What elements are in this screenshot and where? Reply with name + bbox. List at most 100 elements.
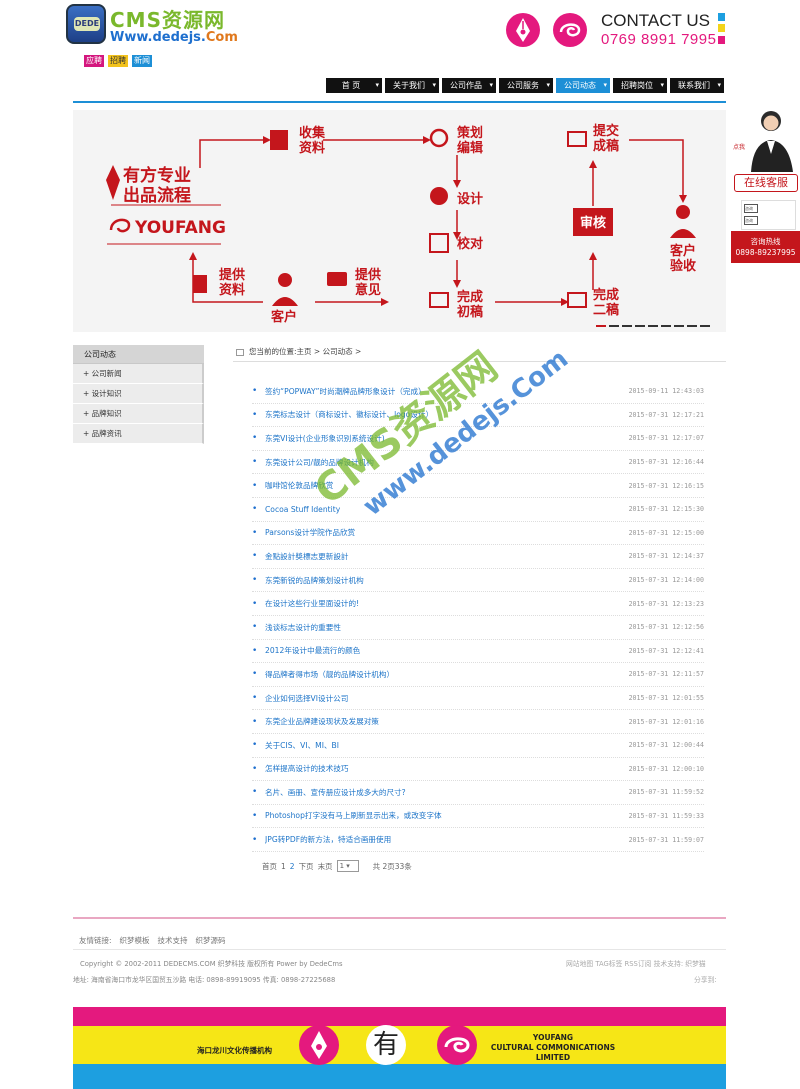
main-nav: 首 页▾ 关于我们▾ 公司作品▾ 公司服务▾ 公司动态▾ 招聘岗位▾ 联系我们▾ bbox=[326, 78, 724, 93]
breadcrumb-text[interactable]: 您当前的位置:主页 > 公司动态 > bbox=[249, 347, 362, 356]
article-title[interactable]: 企业如何选择VI设计公司 bbox=[265, 693, 349, 703]
logo-url-tail: Com bbox=[205, 30, 238, 45]
list-item[interactable]: •签约“POPWAY”时尚潮牌品牌形象设计（完成）2015-09-11 12:4… bbox=[252, 380, 704, 404]
nav-item-home[interactable]: 首 页▾ bbox=[326, 78, 382, 93]
qq-icon[interactable]: 咨询 bbox=[744, 216, 758, 225]
friend-link[interactable]: 织梦源码 bbox=[195, 936, 226, 945]
article-title[interactable]: 金點設計獎標志更新設計 bbox=[265, 551, 349, 561]
footer-divider bbox=[73, 949, 726, 950]
article-title[interactable]: 东莞标志设计（商标设计、徽标设计、logo设计） bbox=[265, 410, 434, 420]
article-date: 2015-07-31 12:01:16 bbox=[628, 717, 704, 726]
chevron-down-icon: ▾ bbox=[375, 81, 379, 89]
online-service-widget[interactable]: 点我 在线客服 咨询 咨询 咨询热线 0898-89237995 bbox=[731, 104, 800, 263]
sidebar-item-brand-knowledge[interactable]: + 品牌知识 bbox=[73, 404, 204, 424]
slide-dot[interactable] bbox=[596, 325, 606, 327]
tag-link[interactable]: 招聘 bbox=[108, 55, 128, 67]
article-title[interactable]: Parsons设计学院作品欣赏 bbox=[265, 528, 356, 538]
article-title[interactable]: 怎样提高设计的技术技巧 bbox=[265, 764, 349, 774]
hero-banner[interactable]: 有方专业 出品流程 YOUFANG 收集 资料 策划 编辑 设计 校对 完成 初… bbox=[73, 110, 726, 332]
nav-label: 公司作品 bbox=[450, 81, 482, 90]
slide-dot[interactable] bbox=[622, 325, 632, 327]
article-title[interactable]: 在设计这些行业里面设计的! bbox=[265, 599, 360, 609]
sidebar-item-company-news[interactable]: + 公司新闻 bbox=[73, 364, 204, 384]
sidebar-item-design-knowledge[interactable]: + 设计知识 bbox=[73, 384, 204, 404]
list-item[interactable]: •在设计这些行业里面设计的!2015-07-31 12:13:23 bbox=[252, 592, 704, 616]
tag-link[interactable]: 应聘 bbox=[84, 55, 104, 67]
slide-dot[interactable] bbox=[635, 325, 645, 327]
nav-item-news[interactable]: 公司动态▾ bbox=[556, 78, 610, 93]
nav-item-services[interactable]: 公司服务▾ bbox=[499, 78, 553, 93]
friend-link[interactable]: 技术支持 bbox=[157, 936, 188, 945]
article-title[interactable]: 签约“POPWAY”时尚潮牌品牌形象设计（完成） bbox=[265, 386, 426, 396]
bullet-icon: • bbox=[252, 480, 258, 491]
footer-company-en: YOUFANG CULTURAL COMMONICATIONS LIMITED bbox=[490, 1033, 616, 1062]
nav-item-jobs[interactable]: 招聘岗位▾ bbox=[613, 78, 667, 93]
pager-page[interactable]: 2 bbox=[289, 861, 295, 871]
article-title[interactable]: 东莞企业品牌建设现状及发展对策 bbox=[265, 717, 379, 727]
list-item[interactable]: •得品牌者得市场（靓的品牌设计机构）2015-07-31 12:11:57 bbox=[252, 663, 704, 687]
list-item[interactable]: •名片、画册、宣传册应设计成多大的尺寸?2015-07-31 11:59:52 bbox=[252, 781, 704, 805]
friend-link[interactable]: 织梦模板 bbox=[119, 936, 150, 945]
article-title[interactable]: 得品牌者得市场（靓的品牌设计机构） bbox=[265, 669, 395, 679]
footer-links[interactable]: 网站地图 TAG标签 RSS订阅 技术支持: 织梦猫 bbox=[566, 960, 706, 968]
slide-dot[interactable] bbox=[661, 325, 671, 327]
banner-pagination[interactable] bbox=[596, 325, 710, 327]
nav-item-about[interactable]: 关于我们▾ bbox=[385, 78, 439, 93]
nav-item-contact[interactable]: 联系我们▾ bbox=[670, 78, 724, 93]
article-title[interactable]: 东莞VI设计(企业形象识别系统设计) bbox=[265, 433, 385, 443]
article-title[interactable]: 名片、画册、宣传册应设计成多大的尺寸? bbox=[265, 787, 406, 797]
slide-dot[interactable] bbox=[648, 325, 658, 327]
article-date: 2015-07-31 12:13:23 bbox=[628, 599, 704, 608]
share-label[interactable]: 分享到: bbox=[694, 976, 717, 984]
slide-dot[interactable] bbox=[687, 325, 697, 327]
list-item[interactable]: •东莞VI设计(企业形象识别系统设计)2015-07-31 12:17:07 bbox=[252, 427, 704, 451]
article-title[interactable]: JPG转PDF的新方法，特适合画册使用 bbox=[265, 835, 392, 845]
pager-last[interactable]: 末页 bbox=[317, 861, 333, 871]
pager-page[interactable]: 1 bbox=[281, 861, 286, 871]
slide-dot[interactable] bbox=[700, 325, 710, 327]
list-item[interactable]: •东莞标志设计（商标设计、徽标设计、logo设计）2015-07-31 12:1… bbox=[252, 404, 704, 428]
slide-dot[interactable] bbox=[674, 325, 684, 327]
article-date: 2015-07-31 12:12:56 bbox=[628, 623, 704, 632]
sidebar-item-brand-info[interactable]: + 品牌资讯 bbox=[73, 424, 204, 444]
online-service-button[interactable]: 在线客服 bbox=[734, 174, 798, 192]
bullet-icon: • bbox=[252, 645, 258, 656]
article-title[interactable]: 咖啡馆伦敦品牌欣赏 bbox=[265, 481, 334, 491]
slide-dot[interactable] bbox=[609, 325, 619, 327]
bullet-icon: • bbox=[252, 504, 258, 515]
article-title[interactable]: 关于CIS、VI、MI、BI bbox=[265, 740, 340, 750]
qq-icon[interactable]: 咨询 bbox=[744, 204, 758, 213]
logo-title: CMS资源网 bbox=[110, 8, 225, 32]
footer-stripe-cyan bbox=[73, 1064, 726, 1089]
article-title[interactable]: 东莞新锐的品牌策划设计机构 bbox=[265, 575, 364, 585]
tag-link[interactable]: 新闻 bbox=[132, 55, 152, 67]
article-title[interactable]: 浅谈标志设计的重要性 bbox=[265, 622, 341, 632]
article-title[interactable]: Photoshop打字没有马上刷新显示出来，或改变字体 bbox=[265, 811, 442, 821]
logo-mark-text: DEDE bbox=[74, 17, 100, 31]
article-title[interactable]: 2012年设计中最流行的颜色 bbox=[265, 646, 361, 656]
pager-first[interactable]: 首页 bbox=[262, 861, 277, 871]
article-title[interactable]: 东莞设计公司/靓的品牌设计机构 bbox=[265, 457, 374, 467]
article-title[interactable]: Cocoa Stuff Identity bbox=[265, 504, 341, 514]
service-qq-box[interactable]: 咨询 咨询 bbox=[741, 200, 796, 230]
footer-company-cn: 海口龙川文化传播机构 bbox=[197, 1046, 272, 1055]
nav-item-works[interactable]: 公司作品▾ bbox=[442, 78, 496, 93]
article-date: 2015-07-31 12:17:21 bbox=[628, 410, 704, 419]
pager-next[interactable]: 下页 bbox=[298, 861, 314, 871]
page-select[interactable]: 1 ▾ bbox=[336, 860, 359, 872]
site-logo[interactable]: DEDE CMS资源网 Www.dedejs.Com bbox=[66, 4, 242, 46]
